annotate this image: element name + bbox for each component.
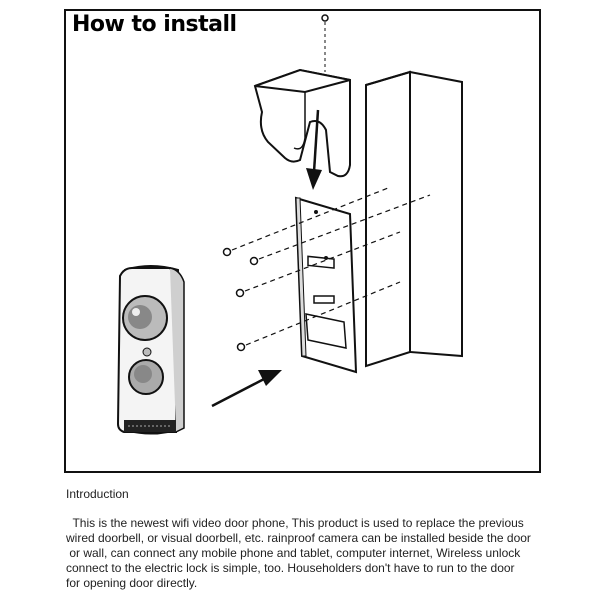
installation-diagram <box>116 14 463 435</box>
mount-arrow-icon <box>211 370 282 408</box>
down-arrow-icon <box>306 109 322 190</box>
doorbell-device <box>116 265 185 435</box>
introduction-body: This is the newest wifi video door phone… <box>66 516 536 591</box>
intro-line: wired doorbell, or visual doorbell, etc.… <box>66 531 531 545</box>
mounting-bracket <box>294 196 358 374</box>
wall-panel <box>365 70 463 368</box>
intro-line: or wall, can connect any mobile phone an… <box>66 546 521 560</box>
screw-2 <box>249 194 431 266</box>
intro-line: connect to the electric lock is simple, … <box>66 561 515 575</box>
introduction-heading: Introduction <box>66 487 129 501</box>
screw-3 <box>235 231 401 298</box>
rain-cover <box>253 68 351 178</box>
screw-1 <box>222 187 389 257</box>
diagram-title: How to install <box>72 12 237 37</box>
intro-line: This is the newest wifi video door phone… <box>66 516 524 530</box>
top-screw <box>321 14 329 72</box>
intro-line: for opening door directly. <box>66 576 198 590</box>
screw-4 <box>236 281 401 352</box>
